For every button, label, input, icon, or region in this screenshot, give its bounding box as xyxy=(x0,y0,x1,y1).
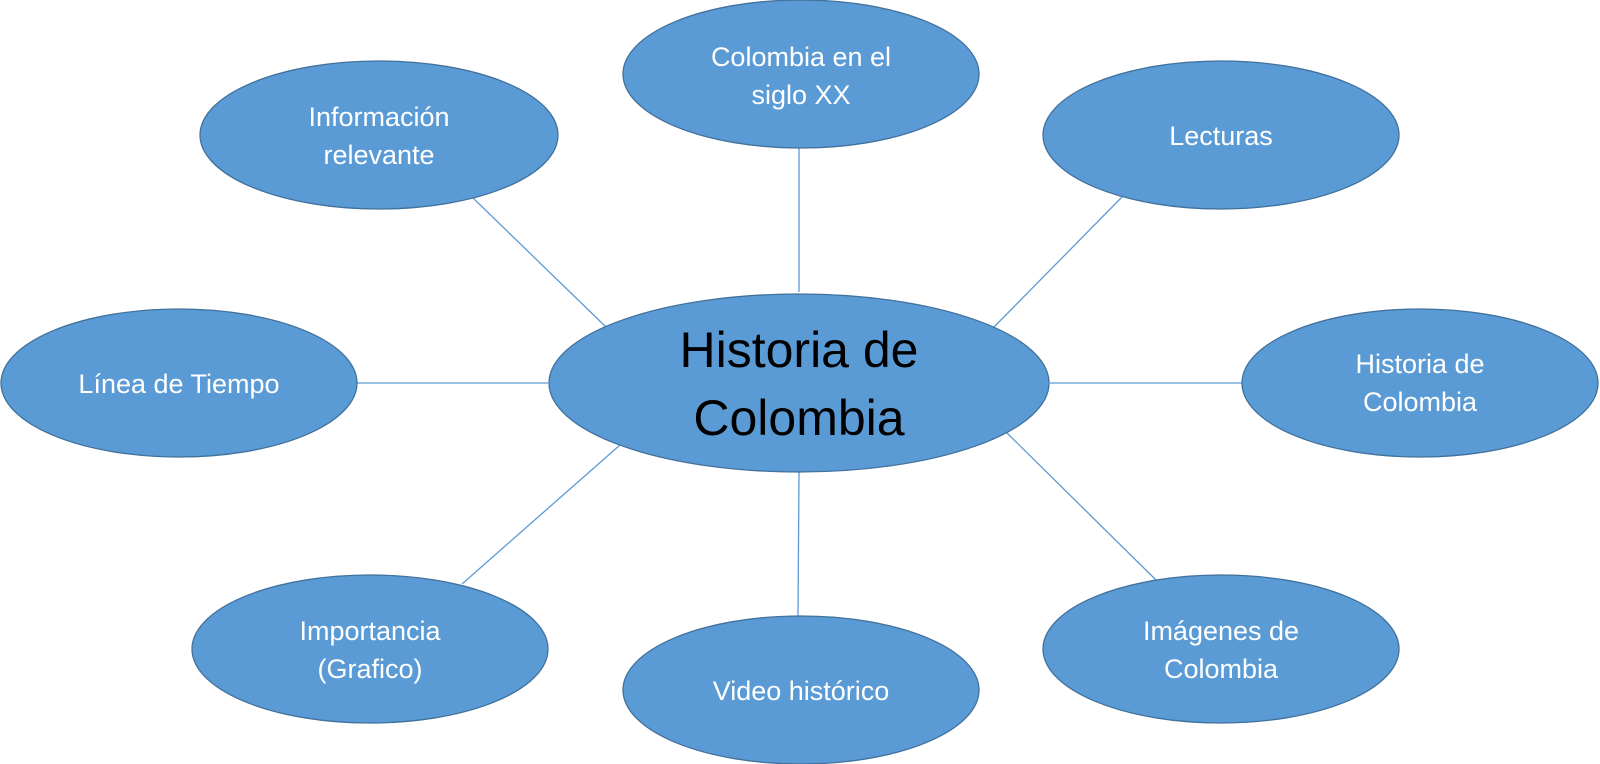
connector-top-right xyxy=(993,196,1123,328)
connector-bottom-right xyxy=(1005,431,1157,581)
node-imagenes-de-colombia-label-line1: Imágenes de xyxy=(1143,616,1299,646)
node-video-historico-label: Video histórico xyxy=(713,676,890,706)
node-colombia-siglo-xx-label-line1: Colombia en el xyxy=(711,42,891,72)
node-video-historico-shape xyxy=(622,615,980,764)
node-colombia-siglo-xx-shape xyxy=(622,0,980,149)
node-informacion-relevante-shape xyxy=(199,60,559,210)
connector-bottom-left xyxy=(461,444,621,585)
node-historia-de-colombia-label-line1: Historia de xyxy=(1355,349,1484,379)
node-lecturas-shape xyxy=(1042,60,1400,210)
node-imagenes-de-colombia-label-line2: Colombia xyxy=(1164,654,1279,684)
node-linea-de-tiempo[interactable]: Línea de Tiempo xyxy=(0,308,358,458)
connectors xyxy=(357,148,1242,618)
node-informacion-relevante-label-line1: Información xyxy=(308,102,449,132)
center-node-label-line1: Historia de xyxy=(680,322,919,378)
center-node-shape xyxy=(548,293,1050,473)
node-video-historico[interactable]: Video histórico xyxy=(622,615,980,764)
connector-bottom xyxy=(797,471,800,618)
node-imagenes-de-colombia-shape xyxy=(1042,574,1400,724)
center-node[interactable]: Historia de Colombia xyxy=(548,293,1050,473)
node-historia-de-colombia-shape xyxy=(1241,308,1599,458)
node-linea-de-tiempo-shape xyxy=(0,308,358,458)
node-historia-de-colombia-label-line2: Colombia xyxy=(1363,387,1478,417)
node-historia-de-colombia[interactable]: Historia de Colombia xyxy=(1241,308,1599,458)
node-informacion-relevante[interactable]: Información relevante xyxy=(199,60,559,210)
node-imagenes-de-colombia[interactable]: Imágenes de Colombia xyxy=(1042,574,1400,724)
node-informacion-relevante-label-line2: relevante xyxy=(323,140,434,170)
node-importancia-grafico-shape xyxy=(191,574,549,724)
node-colombia-siglo-xx-label-line2: siglo XX xyxy=(751,80,850,110)
node-linea-de-tiempo-label: Línea de Tiempo xyxy=(78,369,279,399)
node-importancia-grafico-label-line1: Importancia xyxy=(299,616,441,646)
node-lecturas[interactable]: Lecturas xyxy=(1042,60,1400,210)
node-colombia-siglo-xx[interactable]: Colombia en el siglo XX xyxy=(622,0,980,149)
connector-top-left xyxy=(471,196,607,328)
node-lecturas-label: Lecturas xyxy=(1169,121,1273,151)
center-node-label-line2: Colombia xyxy=(693,390,904,446)
node-importancia-grafico[interactable]: Importancia (Grafico) xyxy=(191,574,549,724)
node-importancia-grafico-label-line2: (Grafico) xyxy=(317,654,422,684)
